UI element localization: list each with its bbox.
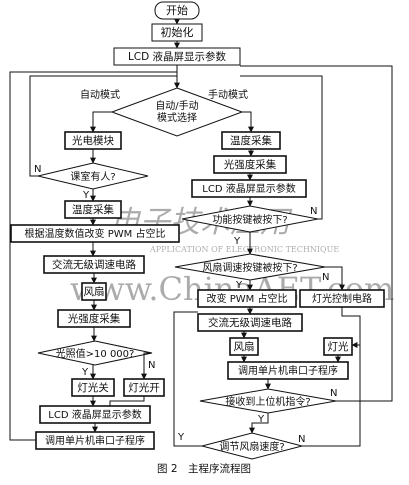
node-fan-speed-label: 调节风扇速度? <box>219 440 284 453</box>
node-func-key-label: 功能按键被按下? <box>212 213 287 226</box>
node-start-label: 开始 <box>166 3 188 17</box>
node-light-threshold-label: 光照值>10 000? <box>56 347 135 360</box>
node-ac-speed-auto-label: 交流无级调速电路 <box>52 258 136 271</box>
label-pccmd-no: N <box>330 388 337 399</box>
edge-lampctrl-lamp <box>341 307 361 348</box>
node-classroom-label: 课室有人? <box>70 170 115 183</box>
edge-mode-auto <box>90 111 112 133</box>
node-pc-cmd-label: 接收到上位机指令? <box>225 395 310 408</box>
node-pwm-adjust-label: 根据温度数值改变 PWM 占空比 <box>25 227 166 240</box>
node-lamp-manual-label: 灯光 <box>328 340 349 353</box>
node-pwm-change-label: 改变 PWM 占空比 <box>207 292 288 305</box>
node-fan-key-label: 风扇调速按键被按下? <box>202 261 297 274</box>
edge-serial-loop <box>9 71 177 441</box>
node-serial-manual <box>227 361 349 380</box>
node-light-threshold-decision <box>37 340 153 366</box>
edge-pccmd-yes <box>249 413 269 434</box>
label-fankey-yes: Y <box>235 280 243 291</box>
node-lamp-ctrl-label: 灯光控制电路 <box>312 292 372 305</box>
edge-pccmd-no-loop <box>240 65 393 402</box>
node-temp-auto-label: 温度采集 <box>72 203 114 216</box>
label-threshold-no: N <box>148 360 155 371</box>
edge-classroom-no-loop <box>29 75 177 177</box>
label-fanspeed-yes: Y <box>177 432 185 443</box>
node-fan-manual-label: 风扇 <box>234 340 255 353</box>
edge-mode-manual <box>242 111 254 133</box>
node-light-manual-label: 光强度采集 <box>224 158 277 171</box>
label-func-no: N <box>310 206 317 217</box>
label-classroom-no: N <box>34 164 41 175</box>
label-pccmd-yes: Y <box>257 414 265 425</box>
label-manual-mode: 手动模式 <box>208 88 248 101</box>
node-lcd-manual-label: LCD 液晶屏显示参数 <box>202 182 295 195</box>
node-light-auto-label: 光强度采集 <box>68 312 121 325</box>
node-fan-auto-label: 风扇 <box>84 285 105 298</box>
node-init-label: 初始化 <box>161 25 194 39</box>
node-serial-manual-label: 调用单片机串口子程序 <box>238 364 338 377</box>
node-mode-select <box>110 87 244 137</box>
edge-fanspeed-no <box>302 330 361 447</box>
node-ac-speed-manual-label: 交流无级调速电路 <box>208 316 292 329</box>
edge-fanspeed-yes <box>173 311 202 447</box>
figure-caption: 图 2 主程序流程图 <box>157 462 251 475</box>
node-lcd-1-label: LCD 液晶屏显示参数 <box>128 50 227 63</box>
label-auto-mode: 自动模式 <box>80 88 120 101</box>
node-light-module-label: 光电模块 <box>72 134 114 147</box>
label-func-yes: Y <box>233 236 241 247</box>
node-mode-select-line1: 自动/手动 <box>155 99 198 112</box>
watermark-text-en: APPLICATION OF ELECTRONIC TECHNIQUE <box>149 245 339 254</box>
connectors <box>9 18 393 447</box>
label-threshold-yes: Y <box>81 367 89 378</box>
label-fankey-no: N <box>322 272 329 283</box>
node-lamp-off-label: 灯光关 <box>77 381 109 394</box>
node-lcd-auto-label: LCD 液晶屏显示参数 <box>48 408 141 421</box>
node-serial-auto-label: 调用单片机串口子程序 <box>45 434 145 447</box>
edge-on-lcd <box>109 396 145 406</box>
label-fanspeed-no: N <box>298 434 305 445</box>
node-lamp-on-label: 灯光开 <box>128 381 160 394</box>
label-classroom-yes: Y <box>82 190 90 201</box>
edge-fan-key-no <box>325 266 345 291</box>
edge-threshold-on <box>141 352 152 380</box>
node-fan-speed-decision <box>200 432 304 460</box>
node-temp-manual-label: 温度采集 <box>230 134 272 147</box>
node-mode-select-line2: 模式选择 <box>157 111 197 124</box>
edge-func-no-loop <box>240 75 323 220</box>
